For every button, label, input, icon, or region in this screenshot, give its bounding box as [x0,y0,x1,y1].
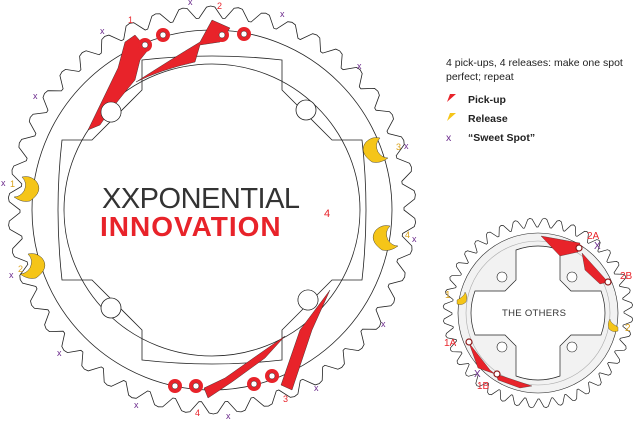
title-innovation: INNOVATION [100,211,282,242]
pickup-label-4: 4 [195,408,201,418]
pickup-pin-hole [240,30,248,38]
pickup-pin-hole [218,31,226,39]
legend-item-pickup: Pick-up [446,90,626,109]
other-bolt-hole [566,271,578,283]
other-release-ramp [456,291,467,305]
sweet-spot-mark: x [381,319,386,329]
pickup-pin-hole [192,382,200,390]
pickup-pin-hole [159,31,167,39]
legend-item-release: Release [446,109,626,128]
center-outline [63,63,361,357]
release-label-2: 2 [18,264,24,274]
pickup-swatch-icon [446,93,468,106]
pickup-pin-hole [268,372,276,380]
other-pickup-ramp [581,252,609,285]
other-pickup-ramp [540,235,581,257]
sweet-spot-mark: x [134,400,139,410]
pickup-ramp [280,289,331,391]
title-superscript: 4 [324,208,331,220]
legend-intro: 4 pick-ups, 4 releases: make one spot pe… [446,57,623,83]
release-ramp [362,137,389,163]
sweet-spot-mark: x [226,411,231,421]
bolt-hole [100,101,122,123]
pickup-label-3: 3 [283,394,289,404]
other-pickup-pin [493,370,501,378]
other-pickup-ramp [495,373,533,389]
bolt-hole [295,99,317,121]
release-label-2: 2 [625,323,631,334]
legend-label: Pick-up [468,93,506,106]
sweet-spot-mark: x [404,141,409,151]
other-pickup-pin [465,338,473,346]
bolt-hole [297,289,319,311]
other-spider-cutout [470,245,606,381]
other-ring-title: THE OTHERS [502,308,567,319]
pickup-label-2: 2 [217,1,223,11]
pickup-label-2a: 2A [587,231,600,242]
other-bolt-hole [496,341,508,353]
sweet-spot-mark: x [357,61,362,71]
other-pickup-pin [575,244,583,252]
sweet-spot-mark: x [1,178,6,188]
bolt-hole [100,297,122,319]
sweet-spot-mark: x [314,383,319,393]
sweet-spot-mark: X [594,241,601,252]
release-swatch-icon [446,112,468,125]
other-pickup-pin [604,278,612,286]
sweet-spot-mark: x [33,91,38,101]
release-ramp [19,253,46,279]
legend: 4 pick-ups, 4 releases: make one spot pe… [446,56,626,147]
legend-item-sweet-spot: x “Sweet Spot” [446,128,626,147]
other-bolt-hole [566,341,578,353]
pickup-pin-hole [141,41,149,49]
sweet-spot-mark: x [412,234,417,244]
pickup-pin-hole [250,380,258,388]
release-ramp [13,176,40,202]
other-release-ramp [608,318,619,332]
pickup-label-1b: 1B [477,381,490,392]
pickup-ramp [203,335,286,399]
sweet-spot-mark: x [188,0,193,7]
pickup-label-1: 1 [128,15,134,25]
legend-label: Release [468,112,508,125]
release-label-3: 3 [396,142,402,152]
sweet-spot-mark: x [100,26,105,36]
legend-label: “Sweet Spot” [468,131,536,144]
pickup-label-1a: 1A [444,338,457,349]
release-ramp [372,225,399,251]
other-chainring-groove [465,240,611,386]
sweet-spot-mark: X [474,369,481,380]
release-label-1: 1 [445,290,451,301]
title-xxponential: XXPONENTIAL [102,183,300,215]
sweet-spot-mark: x [280,9,285,19]
pickup-label-2b: 2B [620,271,633,282]
other-bolt-hole [496,271,508,283]
pickup-ramp [135,19,231,83]
pickup-pin-hole [171,382,179,390]
sweet-spot-x-icon: x [446,131,452,144]
release-label-1: 1 [10,179,16,189]
sweet-spot-mark: x [57,348,62,358]
release-label-4: 4 [405,230,411,240]
sweet-spot-mark: x [9,270,14,280]
